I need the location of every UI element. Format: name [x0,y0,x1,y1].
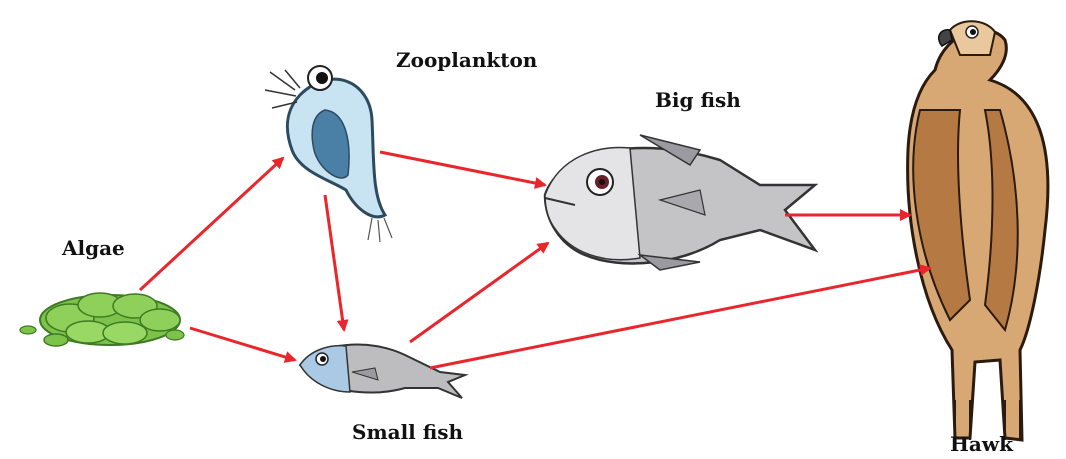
hawk-label: Hawk [950,432,1013,456]
arrow-zooplankton-to-small-fish [325,195,344,330]
arrow-small-fish-to-big-fish [410,243,548,342]
small-fish-illustration [300,345,465,398]
big-fish-illustration [545,135,815,270]
zooplankton-label: Zooplankton [396,48,537,72]
arrow-small-fish-to-hawk [430,268,930,368]
arrow-zooplankton-to-big-fish [380,152,545,185]
algae-label: Algae [62,236,125,260]
arrow-algae-to-small-fish [190,328,295,360]
small-fish-label: Small fish [352,420,463,444]
algae-illustration [20,293,184,346]
arrow-algae-to-zooplankton [140,158,283,290]
hawk-illustration [908,21,1048,440]
big-fish-label: Big fish [655,88,741,112]
